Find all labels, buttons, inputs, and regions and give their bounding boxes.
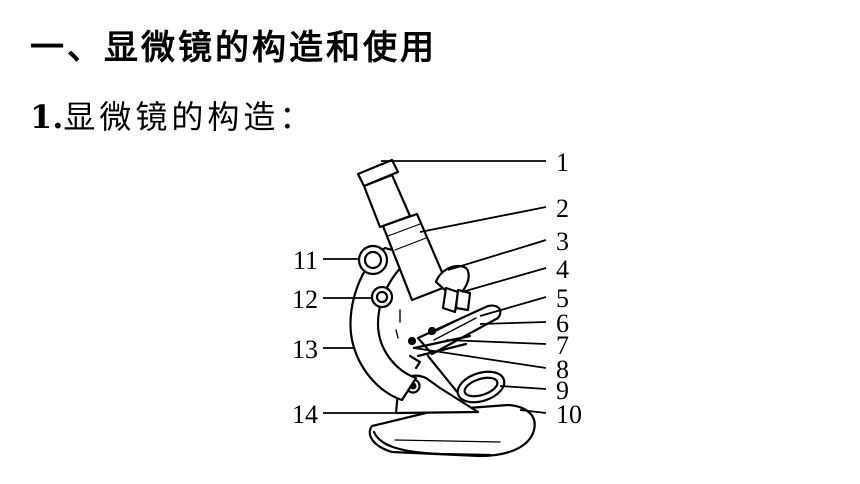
part-label-2: 2 bbox=[556, 194, 569, 223]
leader-line-10 bbox=[519, 409, 547, 414]
leader-line-8 bbox=[413, 347, 547, 369]
leader-lines bbox=[323, 160, 547, 414]
section-heading: 一、显微镜的构造和使用 bbox=[30, 28, 437, 68]
leader-line-9 bbox=[499, 385, 547, 390]
subsection-title: 显微镜的构造： bbox=[63, 98, 316, 136]
part-label-3: 3 bbox=[556, 227, 569, 256]
microscope-drawing bbox=[349, 158, 536, 458]
part-label-9: 9 bbox=[556, 376, 569, 405]
part-label-8: 8 bbox=[556, 355, 569, 384]
leader-line-7 bbox=[445, 339, 547, 345]
part-label-1: 1 bbox=[556, 148, 569, 177]
part-label-7: 7 bbox=[556, 331, 569, 360]
leader-line-5 bbox=[479, 296, 547, 317]
leader-line-6 bbox=[479, 321, 547, 325]
part-label-6: 6 bbox=[556, 309, 569, 338]
subsection-number: 1. bbox=[30, 98, 64, 136]
leader-line-3 bbox=[447, 239, 547, 271]
part-label-4: 4 bbox=[556, 255, 569, 284]
microscope-base bbox=[368, 403, 536, 458]
part-label-12: 12 bbox=[292, 285, 318, 314]
part-label-11: 11 bbox=[293, 246, 318, 275]
leader-line-4 bbox=[461, 267, 547, 293]
part-label-14: 14 bbox=[292, 400, 318, 429]
leader-line-2 bbox=[419, 206, 547, 233]
part-label-5: 5 bbox=[556, 284, 569, 313]
part-label-10: 10 bbox=[556, 400, 582, 429]
part-labels: 1 2 3 4 5 6 7 8 9 10 11 12 13 14 bbox=[292, 148, 582, 429]
part-label-13: 13 bbox=[292, 335, 318, 364]
subsection-heading: 1.显微镜的构造： bbox=[30, 92, 315, 138]
objective-lens bbox=[441, 286, 460, 314]
